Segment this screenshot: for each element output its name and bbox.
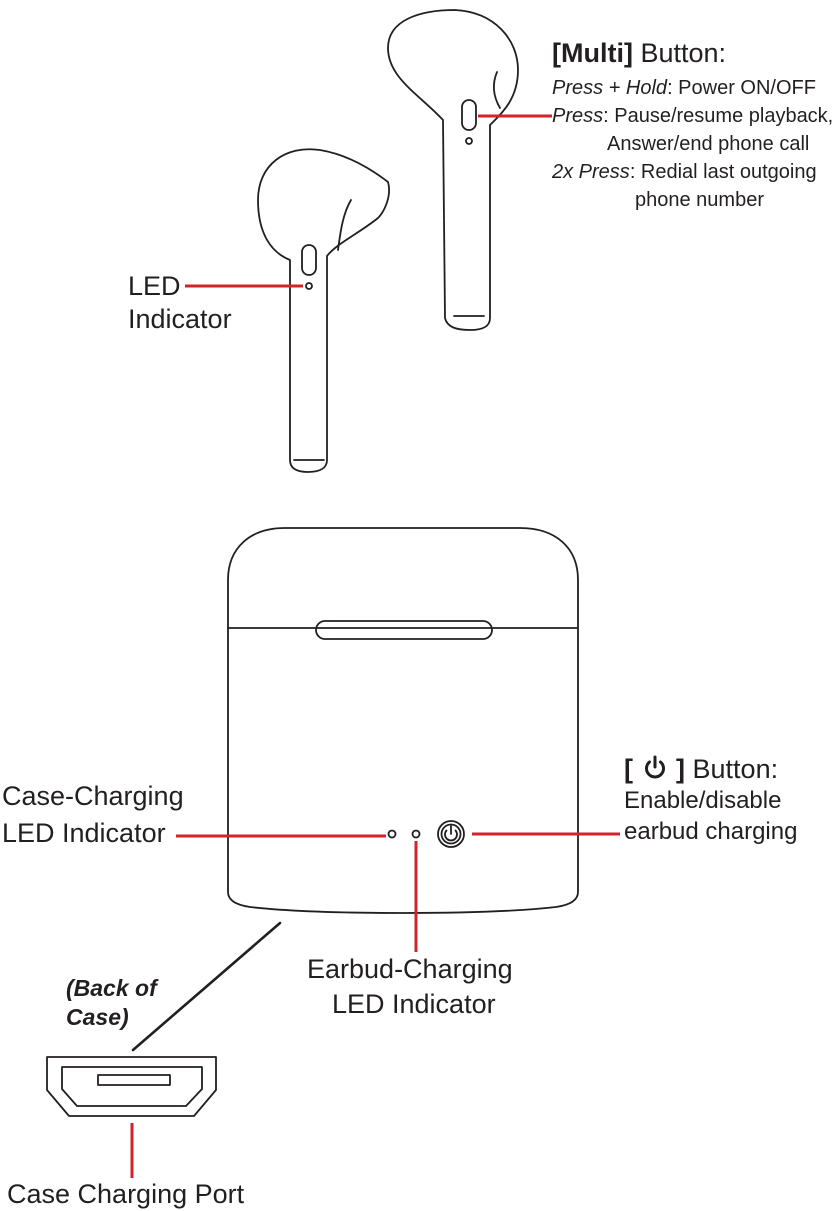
back-of-case-label-1: (Back of (66, 975, 157, 1001)
multi-row-2: Press: Pause/resume playback, (552, 106, 833, 126)
power-button-desc-2: earbud charging (624, 818, 798, 845)
led-indicator-label-1: LED (128, 271, 181, 301)
port-slot (97, 1074, 171, 1086)
case-lid-slot (315, 620, 493, 640)
left-earbud-inner-curve (337, 199, 352, 251)
led-indicator (305, 282, 313, 290)
left-earbud-head (257, 148, 390, 473)
multi-button-heading: [Multi] Button: (552, 40, 726, 67)
power-heading-rest: Button: (685, 754, 779, 784)
multi-row-3: Answer/end phone call (607, 134, 809, 154)
multi-button-heading-rest: Button: (632, 38, 727, 68)
power-button-heading: [ ] Button: (624, 755, 778, 783)
earbud-charging-led (411, 829, 421, 839)
right-earbud (387, 9, 519, 331)
multi-row-5: phone number (635, 190, 764, 210)
led-indicator-label-2: Indicator (128, 304, 232, 334)
right-earbud-inner-curve (493, 71, 501, 109)
earbud-charging-led-label-2: LED Indicator (332, 989, 496, 1019)
multi-row-4: 2x Press: Redial last outgoing (552, 162, 817, 182)
case-lid (227, 527, 579, 629)
back-of-case-label-2: Case) (66, 1004, 129, 1030)
case-charging-led-label-1: Case-Charging (2, 781, 184, 811)
multi-row-4-key: 2x Press (552, 161, 630, 183)
multi-row-1-key: Press + Hold (552, 77, 668, 99)
earbud-charging-led-label-1: Earbud-Charging (307, 954, 513, 984)
case-charging-port (46, 1056, 217, 1117)
case-charging-port-label: Case Charging Port (7, 1179, 245, 1209)
multi-row-5-text: phone number (635, 189, 764, 211)
power-close-bracket: ] (676, 754, 686, 784)
left-earbud-button (301, 244, 317, 276)
charging-case (227, 527, 579, 914)
power-icon (644, 755, 665, 779)
power-open-bracket: [ (624, 754, 633, 784)
right-earbud-led (465, 137, 473, 145)
multi-button-bracket: [Multi] (552, 38, 633, 68)
multi-button[interactable] (461, 99, 477, 131)
multi-row-1: Press + Hold: Power ON/OFF (552, 78, 816, 98)
right-earbud-head (387, 9, 519, 331)
multi-row-1-text: : Power ON/OFF (667, 77, 816, 99)
power-button[interactable] (437, 820, 465, 848)
multi-row-2-key: Press (552, 105, 604, 127)
back-of-case-pointer (131, 921, 282, 1052)
case-charging-led-label-2: LED Indicator (2, 818, 166, 848)
case-body (227, 627, 579, 914)
case-charging-led (387, 829, 397, 839)
left-earbud (257, 148, 390, 473)
power-button-desc-1: Enable/disable (624, 787, 782, 814)
multi-row-2-text: : Pause/resume playback, (603, 105, 834, 127)
multi-row-4-text: : Redial last outgoing (629, 161, 817, 183)
power-icon (444, 829, 458, 842)
multi-row-3-text: Answer/end phone call (607, 133, 810, 155)
